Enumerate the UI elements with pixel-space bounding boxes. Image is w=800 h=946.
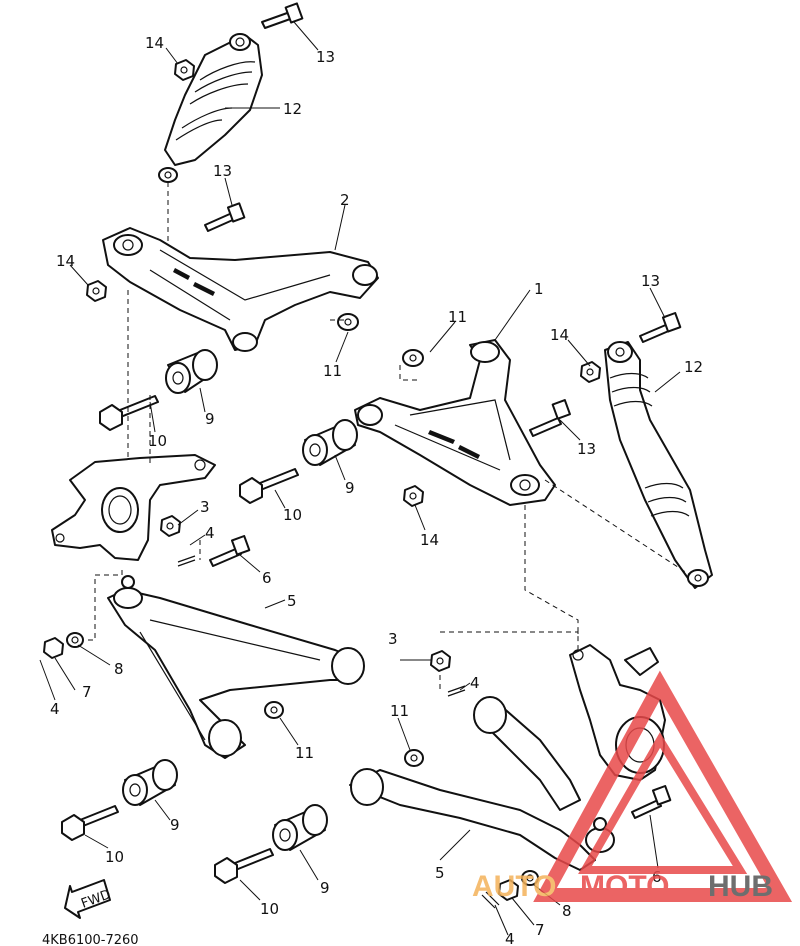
watermark-triangle-inner [578,732,748,874]
callout-13a: 13 [316,48,335,66]
callout-5a: 5 [287,592,297,610]
lower-arm-5-left [107,575,365,759]
callout-12b: 12 [684,358,703,376]
callout-9a: 9 [205,410,215,428]
callout-4b: 4 [50,700,60,718]
callout-7a: 7 [82,683,92,701]
callout-11c: 11 [295,744,314,762]
bushing-9-upper-left [165,349,218,394]
bolt-6-left [209,535,251,567]
nut-14-top [174,59,195,81]
callout-11a: 11 [323,362,342,380]
callout-10b: 10 [283,506,302,524]
callout-7b: 7 [535,921,545,939]
callout-labels: 1 2 3 3 4 4 4 4 5 5 6 6 7 7 8 8 9 9 9 9 … [50,34,703,946]
bolt-10-upper-right [239,468,299,504]
watermark-logo: AUTO MOTO HUB [472,670,793,903]
nut-7-right [498,879,519,901]
callout-12a: 12 [283,100,302,118]
watermark-text-hub: HUB [708,870,773,903]
knuckle-left [51,454,216,561]
nut-14-right-shock [580,361,601,383]
bolt-13-arm2 [204,202,246,232]
callout-6b: 6 [652,868,662,886]
upper-arm-2 [102,227,379,352]
callout-14a: 14 [145,34,164,52]
callout-8a: 8 [114,660,124,678]
washer-8-left [66,632,84,648]
bolt-10-lower-right [214,848,274,884]
bolt-10-lower-left [61,805,119,841]
callout-3a: 3 [200,498,210,516]
watermark-triangle-outer [533,670,793,902]
cotter-pin-4-left [177,555,196,567]
callout-13d: 13 [577,440,596,458]
bolt-13-top [261,2,304,29]
fwd-arrow-icon: FWD [64,879,113,919]
callout-14c: 14 [420,531,439,549]
callout-3b: 3 [388,630,398,648]
shock-absorber-right [604,341,713,589]
upper-arm-1 [354,339,556,506]
callout-13b: 13 [213,162,232,180]
assembly-lines [85,182,691,690]
washer-8-right [521,870,539,886]
callout-5b: 5 [435,864,445,882]
diagram-code: 4KB6100-7260 [42,933,139,946]
callout-9c: 9 [170,816,180,834]
bolt-13-right-shock [639,312,682,343]
callout-10c: 10 [105,848,124,866]
callout-1: 1 [534,280,544,298]
bushing-9-upper-right [302,419,358,466]
watermark-text-moto: MOTO [580,870,669,903]
callout-8b: 8 [562,902,572,920]
bushing-11-left-lower [264,701,284,719]
lower-arm-5-right [349,696,615,871]
nut-3-right [430,650,451,672]
callout-11b: 11 [448,308,467,326]
callout-11d: 11 [390,702,409,720]
callout-10a: 10 [148,432,167,450]
nut-14-arm2 [86,280,107,302]
bushing-11-right-lower [404,749,424,767]
callout-9b: 9 [345,479,355,497]
bolt-13-arm1 [529,399,571,437]
nut-14-arm1 [403,485,424,507]
callout-10d: 10 [260,900,279,918]
nut-7-left [43,637,64,659]
callout-4a: 4 [205,524,215,542]
cotter-pin-4-right [447,685,466,697]
bolt-10-upper-left [99,395,159,431]
callout-14d: 14 [550,326,569,344]
bushing-11-arm1 [402,349,424,367]
watermark-text-auto: AUTO [472,870,556,903]
bushing-9-lower-left [122,759,178,806]
bolt-6-right [631,785,672,819]
callout-6a: 6 [262,569,272,587]
bushing-9-lower-right [272,804,328,851]
callout-9d: 9 [320,879,330,897]
callout-2: 2 [340,191,350,209]
callout-4d: 4 [505,930,515,946]
leader-lines [39,21,681,936]
cotter-pin-4-bottom [481,891,500,909]
nut-3-left [160,515,181,537]
callout-4c: 4 [470,674,480,692]
callout-13c: 13 [641,272,660,290]
bushing-11-arm2 [337,313,359,331]
callout-14b: 14 [56,252,75,270]
